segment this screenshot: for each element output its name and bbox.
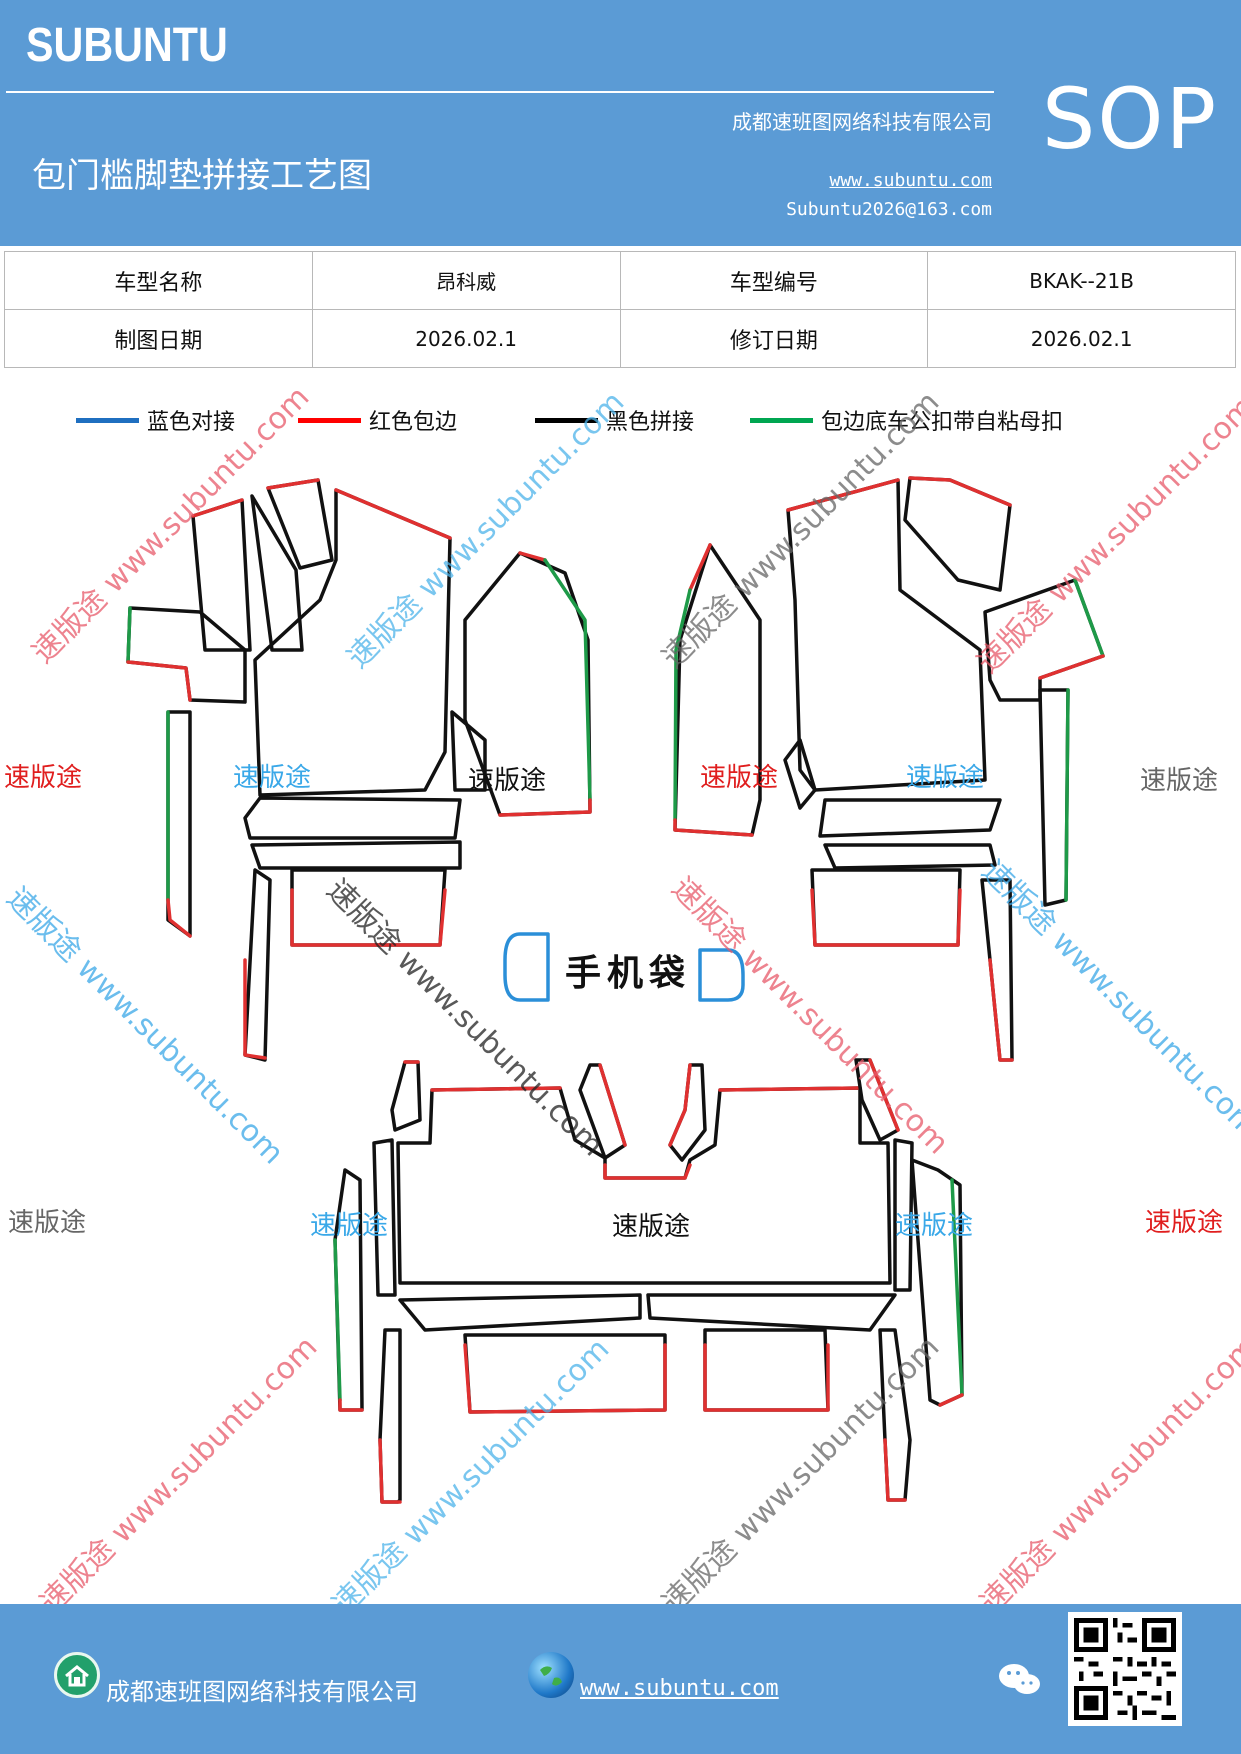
doc-type-badge: SOP (1042, 70, 1219, 168)
legend-item-green: 包边底车公扣带自粘母扣 (750, 405, 1063, 435)
wechat-icon[interactable] (996, 1660, 1044, 1700)
header-divider (6, 91, 994, 93)
mat-label: 速版途 (700, 763, 779, 793)
draw-date-value: 2026.02.1 (311, 309, 621, 368)
mat-label: 速版途 (4, 763, 83, 793)
footer-company-name: 成都速班图网络科技有限公司 (106, 1678, 418, 1706)
footer-band: 成都速班图网络科技有限公司 www.subuntu.com (0, 1604, 1241, 1754)
legend-swatch-blue (76, 417, 139, 423)
legend-label: 红色包边 (369, 410, 458, 435)
revise-date-label: 修订日期 (619, 309, 929, 368)
mat-label: 速版途 (468, 766, 547, 796)
phone-pocket-label: 手机袋 (565, 953, 692, 994)
mat-pattern-drawing (126, 476, 1105, 1504)
legend-item-red: 红色包边 (298, 405, 457, 435)
phone-pocket-outline (503, 932, 745, 1002)
front-left-mat (126, 478, 592, 1062)
legend-item-black: 黑色拼接 (535, 405, 694, 435)
mat-label: 速版途 (8, 1208, 87, 1238)
footer-website-link[interactable]: www.subuntu.com (580, 1676, 779, 1701)
revise-date-value: 2026.02.1 (927, 309, 1236, 368)
page-title: 包门槛脚垫拼接工艺图 (32, 156, 372, 196)
mat-label: 速版途 (233, 763, 312, 793)
info-table: 车型名称 昂科威 车型编号 BKAK--21B 制图日期 2026.02.1 修… (4, 251, 1236, 368)
website-link[interactable]: www.subuntu.com (829, 170, 992, 191)
legend-swatch-black (535, 417, 598, 423)
header-band: SUBUNTU 成都速班图网络科技有限公司 包门槛脚垫拼接工艺图 www.sub… (0, 0, 1241, 246)
mat-label: 速版途 (895, 1211, 974, 1241)
model-code-value: BKAK--21B (927, 251, 1236, 310)
table-row: 车型名称 昂科威 车型编号 BKAK--21B (4, 251, 1236, 310)
model-name-label: 车型名称 (4, 251, 313, 310)
mat-label: 速版途 (1140, 766, 1219, 796)
model-name-value: 昂科威 (311, 251, 621, 310)
house-icon (54, 1652, 100, 1698)
company-name: 成都速班图网络科技有限公司 (732, 110, 992, 134)
mat-label: 速版途 (310, 1211, 389, 1241)
legend-label: 黑色拼接 (606, 410, 695, 435)
qr-code-icon (1068, 1612, 1182, 1726)
model-code-label: 车型编号 (619, 251, 929, 310)
table-row: 制图日期 2026.02.1 修订日期 2026.02.1 (4, 309, 1236, 368)
rear-mat (333, 1058, 964, 1504)
legend-swatch-green (750, 417, 813, 423)
brand-logo: SUBUNTU (26, 19, 228, 72)
globe-icon (528, 1652, 574, 1698)
mat-label: 速版途 (1145, 1208, 1224, 1238)
legend-swatch-red (298, 417, 361, 423)
front-right-mat (673, 476, 1105, 1062)
mat-label: 速版途 (612, 1212, 691, 1242)
mat-label: 速版途 (906, 763, 985, 793)
legend-label: 包边底车公扣带自粘母扣 (821, 410, 1064, 435)
legend-label: 蓝色对接 (147, 410, 236, 435)
draw-date-label: 制图日期 (4, 309, 313, 368)
email-address: Subuntu2026@163.com (786, 199, 992, 220)
legend-item-blue: 蓝色对接 (76, 405, 235, 435)
